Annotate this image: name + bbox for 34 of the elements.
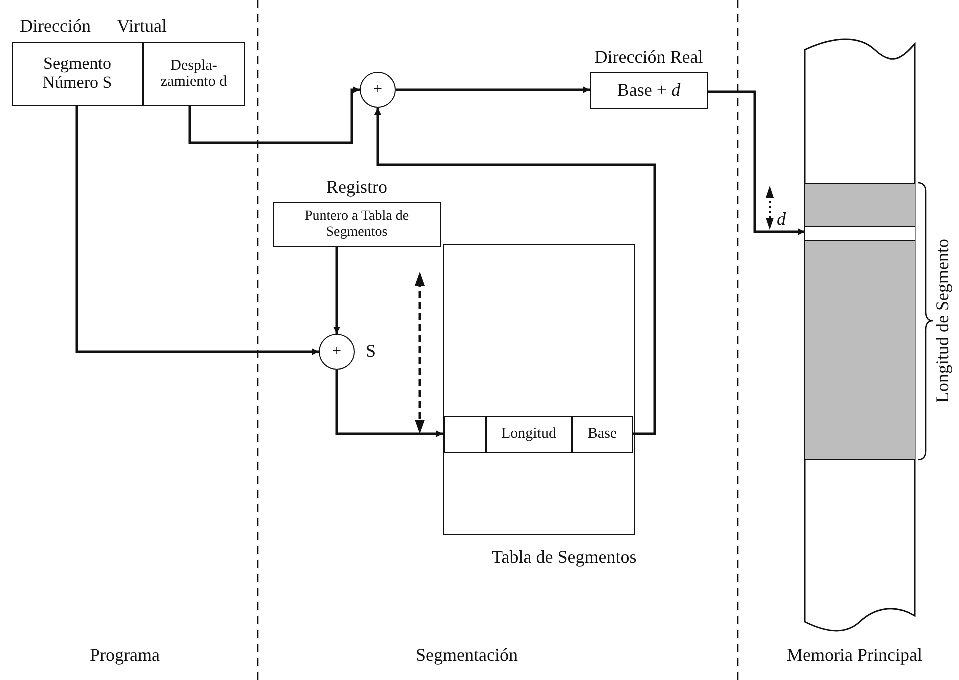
node-text: Segmento Número S bbox=[42, 55, 114, 93]
arrow bbox=[188, 86, 360, 144]
arrow bbox=[708, 90, 805, 236]
node-text: Despla- zamiento d bbox=[160, 58, 228, 90]
arrow bbox=[374, 108, 656, 436]
table-cell bbox=[572, 416, 633, 453]
node-text: + bbox=[372, 81, 384, 99]
memory-word bbox=[805, 226, 915, 241]
zone-label: Programa bbox=[90, 645, 160, 666]
arrow bbox=[76, 106, 319, 356]
node-label: S bbox=[366, 341, 376, 362]
offset-field bbox=[143, 42, 245, 106]
segment-field bbox=[12, 42, 143, 106]
brace-label: Longitud de Segmento bbox=[932, 239, 954, 403]
node-text: Base + d bbox=[616, 80, 682, 100]
node-text: Longitud bbox=[500, 426, 558, 443]
zone-label: Memoria Principal bbox=[787, 645, 922, 666]
memory-column bbox=[805, 40, 915, 632]
dimension-label: d bbox=[777, 209, 786, 230]
adder-circle bbox=[360, 72, 396, 108]
segment-block bbox=[805, 183, 915, 460]
heading: Registro bbox=[326, 177, 388, 198]
table-cell bbox=[444, 416, 486, 453]
heading: Dirección Virtual bbox=[20, 16, 168, 37]
node-label: Tabla de Segmentos bbox=[492, 547, 637, 568]
arrow bbox=[334, 247, 340, 334]
node-text: Base bbox=[586, 426, 618, 443]
node-text: + bbox=[331, 343, 343, 361]
table-cell bbox=[486, 416, 572, 453]
zone-label: Segmentación bbox=[416, 645, 518, 666]
arrow bbox=[396, 86, 590, 94]
arrow bbox=[336, 370, 443, 438]
node-text: Puntero a Tabla de Segmentos bbox=[304, 209, 410, 240]
heading: Dirección Real bbox=[594, 47, 704, 68]
